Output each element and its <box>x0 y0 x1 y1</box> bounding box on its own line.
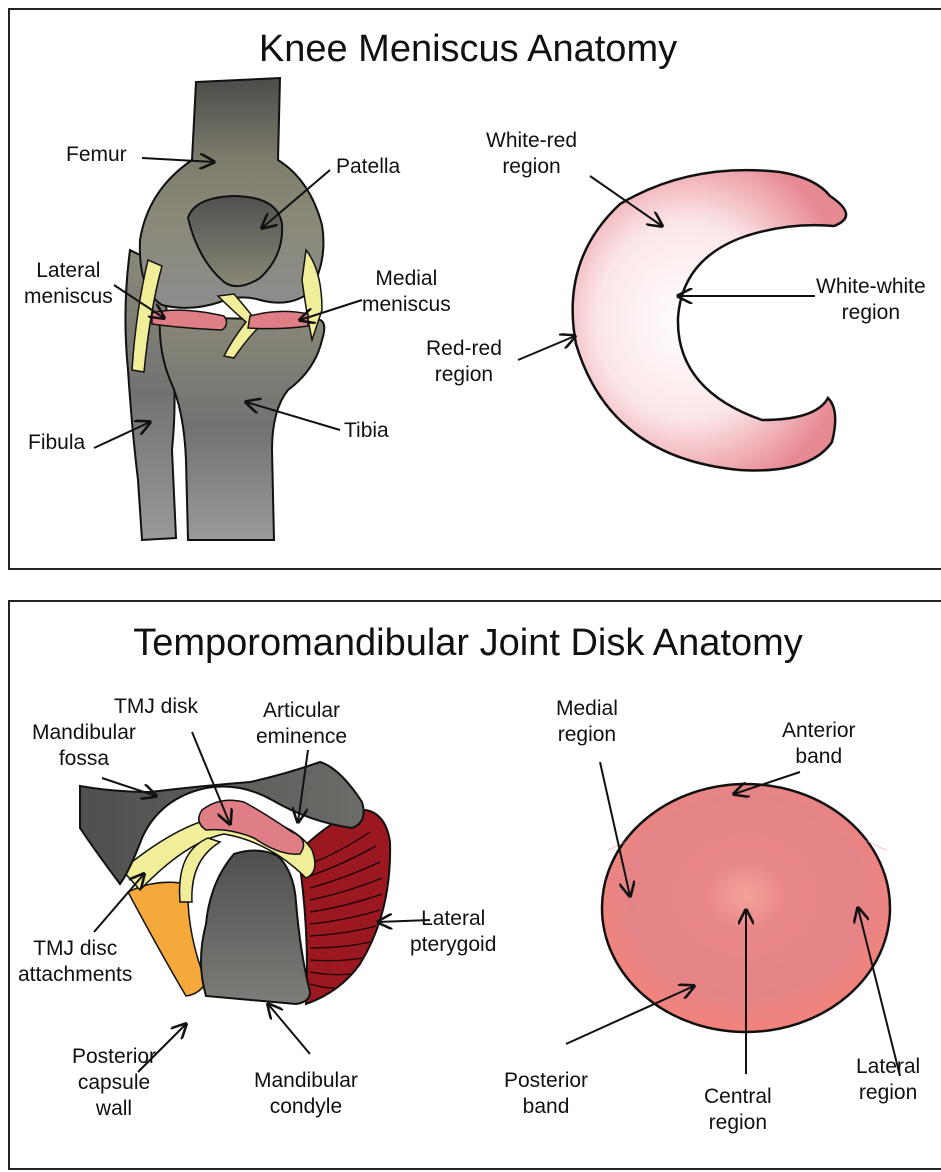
medial-meniscus-shape <box>248 311 308 328</box>
mandibular-condyle-arrow <box>268 1004 310 1054</box>
femur-label: Femur <box>66 142 127 168</box>
tibia-label: Tibia <box>344 418 389 444</box>
red-red-arrow <box>518 336 575 360</box>
knee-panel: Knee Meniscus Anatomy <box>8 8 941 570</box>
tmj-disk-label: TMJ disk <box>114 694 198 720</box>
posterior-capsule-shape <box>128 882 206 996</box>
knee-illustration <box>10 10 941 572</box>
meniscus-crescent <box>573 170 846 470</box>
patella-label: Patella <box>336 154 400 180</box>
fibula-label: Fibula <box>28 430 85 456</box>
mandibular-condyle-shape <box>201 850 310 1004</box>
tmj-panel: Temporomandibular Joint Disk Anatomy <box>8 600 941 1170</box>
